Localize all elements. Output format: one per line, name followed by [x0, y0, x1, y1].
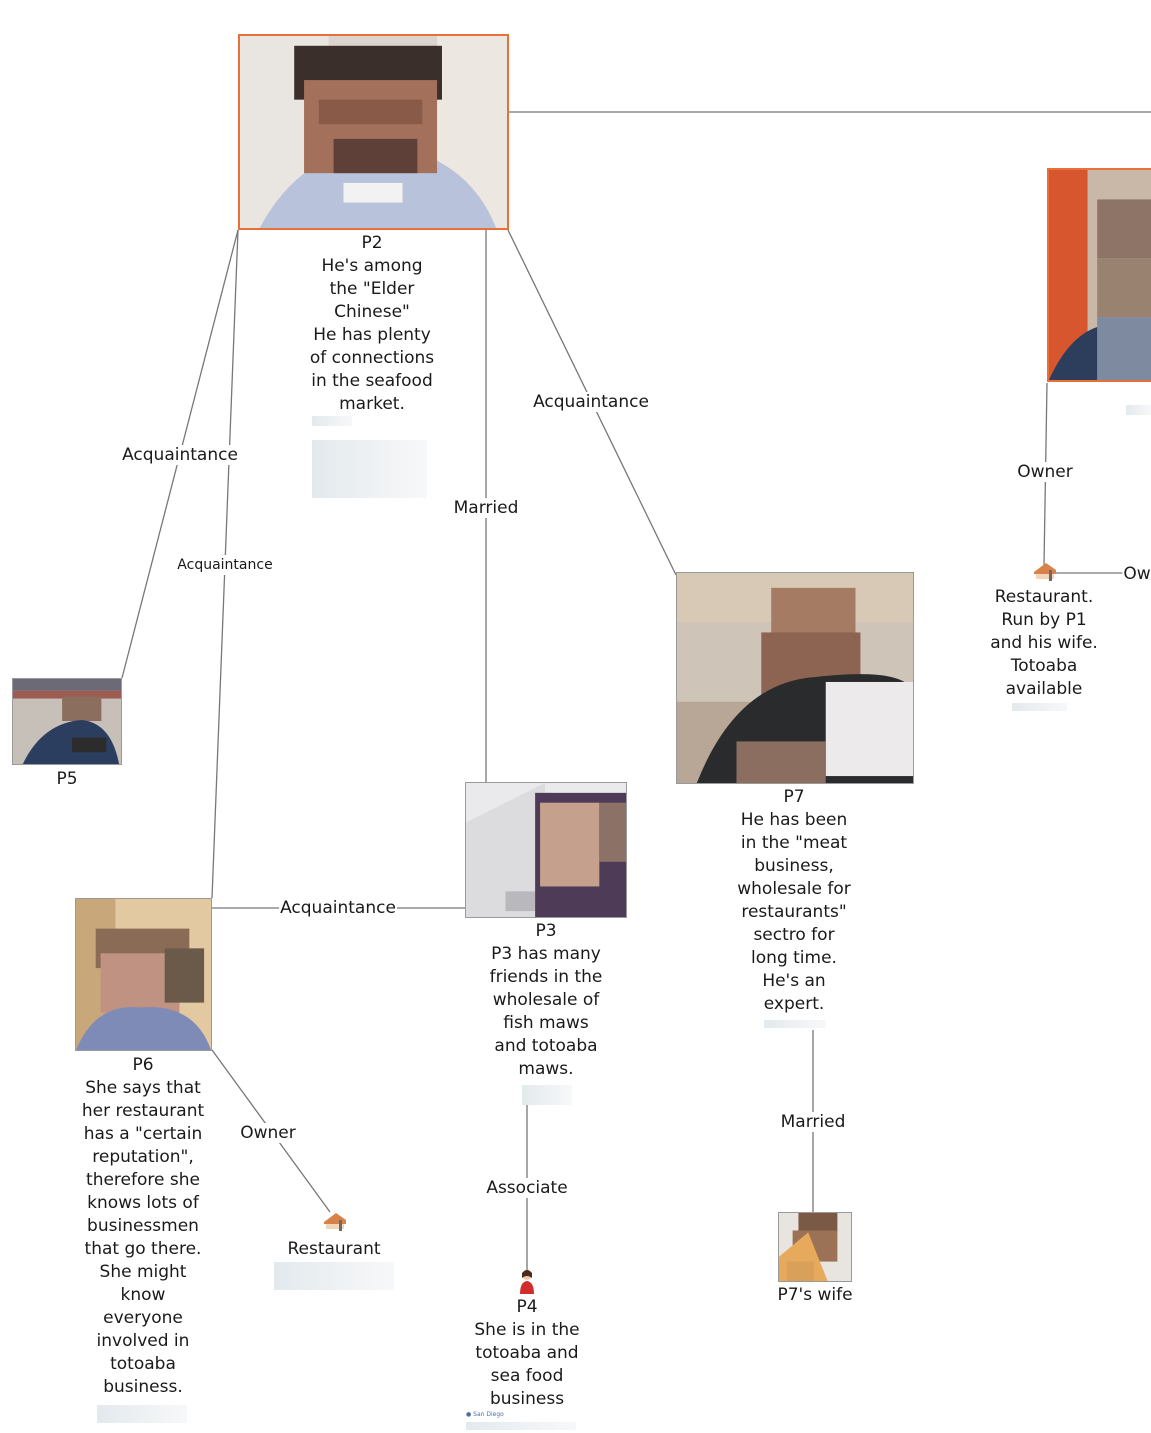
- p2-desc-5: of connections: [309, 348, 435, 368]
- p2-desc-2: the "Elder: [329, 279, 415, 299]
- p7-photo[interactable]: [676, 572, 914, 784]
- restaurant-redacted-block: [274, 1262, 394, 1290]
- p6-desc-9: She might: [99, 1262, 187, 1282]
- p6-desc-1: She says that: [85, 1078, 201, 1098]
- p2-name: P2: [361, 233, 383, 253]
- p1-redacted-block: [1126, 405, 1151, 415]
- p2-label: P2 He's among the "Elder Chinese" He has…: [310, 232, 434, 416]
- p7-wife-label: P7's wife: [777, 1285, 853, 1305]
- p3-photo[interactable]: [465, 782, 627, 918]
- p5-label: P5: [56, 769, 78, 789]
- p3-desc-3: wholesale of: [492, 990, 600, 1010]
- p6-desc-10: know: [120, 1285, 166, 1305]
- p6-desc-14: business.: [103, 1377, 183, 1397]
- p6-desc-11: everyone: [103, 1308, 183, 1328]
- p2-photo[interactable]: [238, 34, 509, 230]
- edge-label-p2-p3: Married: [452, 498, 520, 518]
- p6-name: P6: [132, 1055, 154, 1075]
- p3-name: P3: [535, 921, 557, 941]
- p7-name: P7: [783, 787, 805, 807]
- edge-label-p6-p3: Acquaintance: [279, 898, 397, 918]
- p3-desc-1: P3 has many: [491, 944, 601, 964]
- p7-wife-photo[interactable]: [778, 1212, 852, 1282]
- p7-desc-7: long time.: [751, 948, 837, 968]
- p2-desc-1: He's among: [321, 256, 423, 276]
- p7-desc-1: He has been: [740, 810, 848, 830]
- p6-desc-2: her restaurant: [81, 1101, 205, 1121]
- person-icon[interactable]: [517, 1268, 537, 1294]
- p6-desc-3: has a "certain: [83, 1124, 203, 1144]
- p2-desc-4: He has plenty: [313, 325, 431, 345]
- p6-desc-12: involved in: [96, 1331, 190, 1351]
- edge-label-p3-p4: Associate: [485, 1178, 569, 1198]
- p4-location-text: San Diego: [473, 1411, 504, 1418]
- p6-redacted-block: [97, 1405, 187, 1423]
- restaurant-p1-desc-2: Run by P1: [1001, 610, 1087, 630]
- p3-desc-5: and totoaba: [494, 1036, 598, 1056]
- p2-desc-6: in the seafood: [311, 371, 433, 391]
- edge-label-p2-p7: Acquaintance: [532, 392, 650, 412]
- p3-desc-2: friends in the: [489, 967, 603, 987]
- p4-label: P4 She is in the totoaba and sea food bu…: [474, 1296, 579, 1411]
- p5-photo[interactable]: [12, 678, 122, 765]
- edge-label-p1-restaurant: Owner: [1016, 462, 1074, 482]
- edge-label-p2-p6: Acquaintance: [176, 555, 274, 575]
- p6-desc-8: that go there.: [84, 1239, 202, 1259]
- restaurant-p1-desc-3: and his wife.: [990, 633, 1098, 653]
- restaurant-icon[interactable]: [1032, 560, 1058, 582]
- p3-desc-4: fish maws: [503, 1013, 589, 1033]
- p6-desc-13: totoaba: [110, 1354, 176, 1374]
- p6-desc-6: knows lots of: [87, 1193, 199, 1213]
- p2-redacted-block: [312, 416, 352, 426]
- p4-desc-4: business: [489, 1389, 565, 1409]
- restaurant-p1-label: Restaurant. Run by P1 and his wife. Toto…: [990, 586, 1098, 701]
- p7-label: P7 He has been in the "meat business, wh…: [737, 786, 851, 1016]
- edge-label-restaurant-right: Ow: [1122, 564, 1151, 584]
- p3-desc-6: maws.: [518, 1059, 574, 1079]
- p4-desc-1: She is in the: [474, 1320, 580, 1340]
- p4-desc-3: sea food: [490, 1366, 564, 1386]
- p6-label: P6 She says that her restaurant has a "c…: [82, 1054, 204, 1399]
- p7-redacted-block: [764, 1020, 826, 1028]
- p6-desc-7: businessmen: [87, 1216, 199, 1236]
- p4-desc-2: totoaba and: [475, 1343, 579, 1363]
- p3-label: P3 P3 has many friends in the wholesale …: [490, 920, 603, 1081]
- p2-desc-3: Chinese": [334, 302, 410, 322]
- restaurant-p1-desc-5: available: [1005, 679, 1083, 699]
- restaurant-p1-redacted-block: [1012, 703, 1067, 711]
- p4-name: P4: [516, 1297, 538, 1317]
- p7-desc-4: wholesale for: [737, 879, 851, 899]
- edge-label-p2-p5: Acquaintance: [121, 445, 239, 465]
- p7-desc-9: expert.: [763, 994, 825, 1014]
- restaurant-p6-label: Restaurant: [287, 1239, 381, 1259]
- restaurant-p1-desc-4: Totoaba: [1010, 656, 1078, 676]
- edge-label-p6-restaurant: Owner: [239, 1123, 297, 1143]
- p7-desc-3: business,: [754, 856, 834, 876]
- p2-desc-7: market.: [339, 394, 405, 414]
- p1-photo[interactable]: [1047, 168, 1151, 382]
- p4-redacted-block: [466, 1422, 576, 1430]
- p2-redacted-block: [312, 440, 427, 498]
- p4-location-tag: ● San Diego: [466, 1411, 504, 1418]
- p7-desc-8: He's an: [762, 971, 826, 991]
- p6-desc-5: therefore she: [86, 1170, 200, 1190]
- p6-photo[interactable]: [75, 898, 212, 1051]
- restaurant-p1-desc-1: Restaurant.: [994, 587, 1094, 607]
- p3-redacted-block: [522, 1085, 572, 1105]
- p7-desc-5: restaurants": [741, 902, 847, 922]
- p7-desc-6: sectro for: [753, 925, 835, 945]
- edge-label-p7-wife: Married: [779, 1112, 847, 1132]
- restaurant-icon[interactable]: [322, 1210, 348, 1232]
- p7-desc-2: in the "meat: [740, 833, 848, 853]
- p6-desc-4: reputation",: [92, 1147, 194, 1167]
